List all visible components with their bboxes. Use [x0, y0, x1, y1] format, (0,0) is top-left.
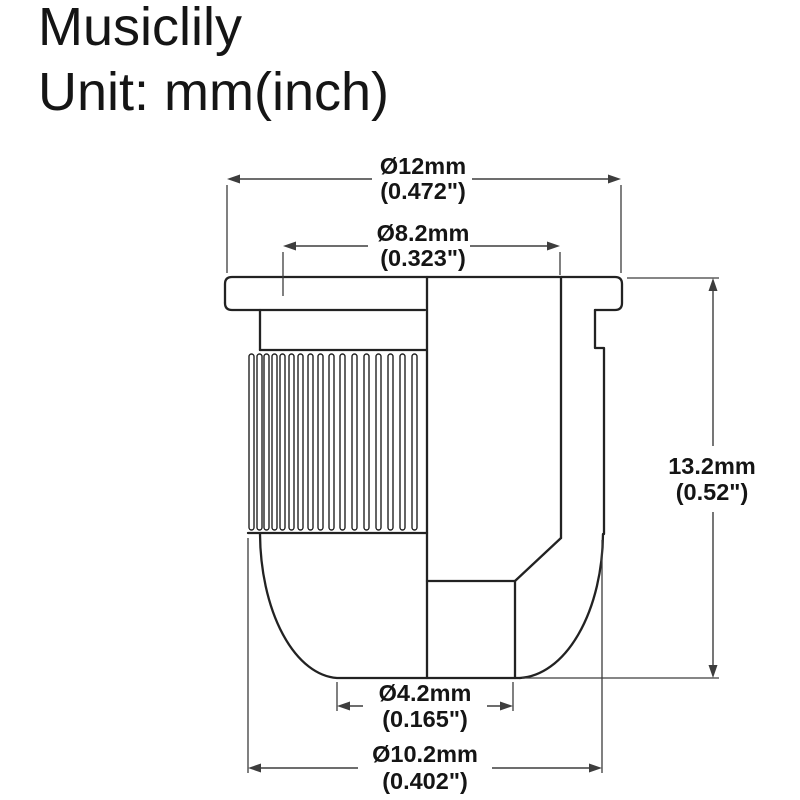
extension-line	[522, 277, 719, 679]
extension-line	[247, 538, 603, 773]
bore-diameter-mm-label: Ø8.2mm	[377, 220, 470, 246]
knurl-rib	[328, 353, 335, 531]
knurl-rib	[279, 353, 286, 531]
knurl-rib	[363, 353, 370, 531]
arrowhead-right	[500, 701, 513, 711]
extension-line	[282, 252, 561, 296]
knurl-rib	[387, 353, 394, 531]
hole-diameter-mm-label: Ø4.2mm	[379, 680, 472, 706]
extension-line	[226, 185, 622, 273]
dome-left-and-bottom	[258, 532, 522, 680]
knurl-rib	[288, 353, 295, 531]
knurl-rib	[375, 353, 382, 531]
knurl-rib	[263, 353, 270, 531]
brand-title: Musiclily	[38, 0, 242, 57]
dimension-height: 13.2mm (0.52")	[522, 277, 756, 679]
bore-chamfer-line	[513, 536, 563, 583]
header: Musiclily Unit: mm(inch)	[38, 0, 389, 122]
dimension-bore-diameter: Ø8.2mm (0.323")	[282, 220, 561, 296]
arrowhead-right	[589, 763, 602, 773]
arrowhead-top	[708, 278, 718, 291]
arrowhead-right	[608, 174, 621, 184]
knurl-ribs	[248, 353, 418, 531]
dome-right-curve	[518, 532, 605, 680]
knurl-rib	[256, 353, 263, 531]
knurl-rib	[351, 353, 358, 531]
flange-diameter-inch-label: (0.472")	[380, 178, 466, 204]
knurl-rib	[317, 353, 324, 531]
extension-line	[336, 682, 514, 711]
knurl-rib	[248, 353, 255, 531]
arrowhead-left	[248, 763, 261, 773]
unit-label: Unit: mm(inch)	[38, 62, 389, 122]
arrowhead-left	[283, 241, 296, 251]
dimension-body-diameter: Ø10.2mm (0.402")	[247, 538, 603, 794]
height-mm-label: 13.2mm	[668, 453, 756, 479]
knurl-rib	[271, 353, 278, 531]
knurl-rib	[339, 353, 346, 531]
dimension-hole-diameter: Ø4.2mm (0.165")	[336, 680, 514, 732]
hole-diameter-inch-label: (0.165")	[382, 706, 468, 732]
flange-bottom-edge	[223, 301, 427, 312]
height-inch-label: (0.52")	[676, 479, 749, 505]
dimension-flange-diameter: Ø12mm (0.472")	[226, 153, 622, 273]
bore-diameter-inch-label: (0.323")	[380, 245, 466, 271]
arrowhead-bottom	[708, 665, 718, 678]
arrowhead-right	[547, 241, 560, 251]
knurl-rib	[411, 353, 418, 531]
body-diameter-mm-label: Ø10.2mm	[372, 741, 478, 767]
body-diameter-inch-label: (0.402")	[382, 768, 468, 794]
knurl-rib	[297, 353, 304, 531]
flange-outline	[223, 275, 624, 312]
part-outline	[223, 275, 624, 680]
flange-diameter-mm-label: Ø12mm	[380, 153, 466, 179]
body-right-profile	[593, 308, 606, 536]
arrowhead-left	[337, 701, 350, 711]
knurl-rib	[307, 353, 314, 531]
arrowhead-left	[227, 174, 240, 184]
knurl-rib	[399, 353, 406, 531]
